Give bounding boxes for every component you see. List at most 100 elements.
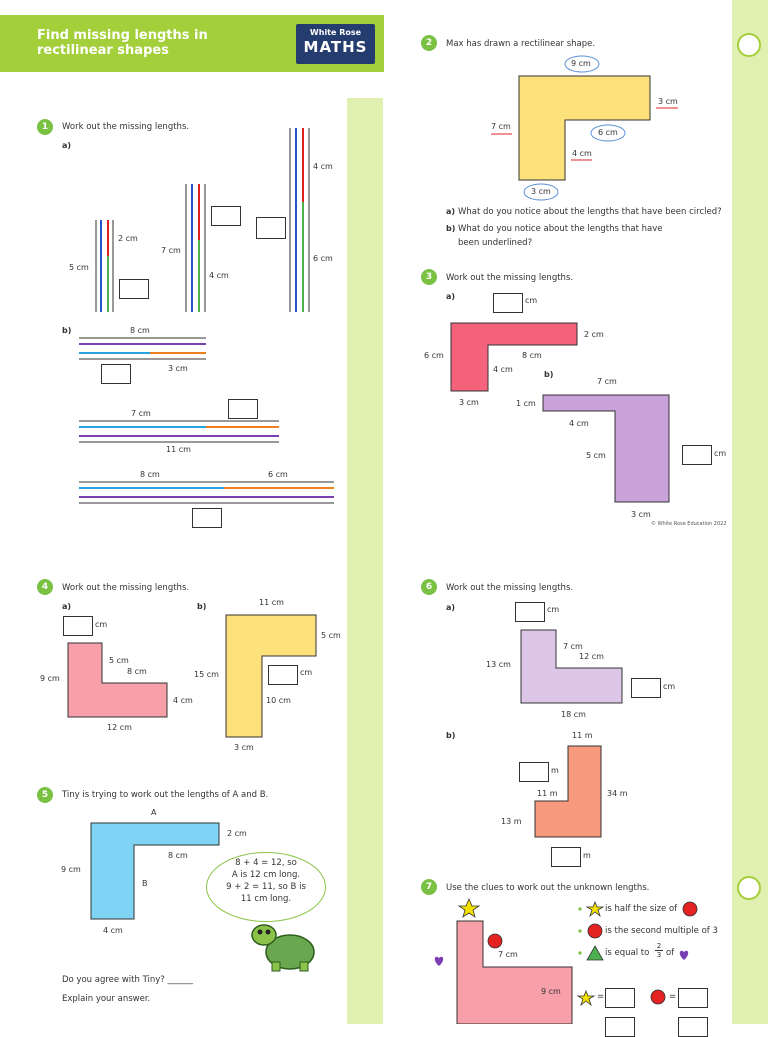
q7-eq-2: =	[669, 992, 677, 1002]
q1b-answer-box-3[interactable]	[192, 508, 222, 528]
q3b-label-5: 5 cm	[586, 451, 606, 460]
q7-answer-box-circle[interactable]	[678, 988, 708, 1008]
q4a-label-9: 9 cm	[40, 674, 60, 683]
q5-label-9: 9 cm	[61, 865, 81, 874]
q1b-label-4: 11 cm	[166, 445, 191, 454]
q7-label-7: 7 cm	[498, 950, 518, 959]
bubble-line-2: A is 12 cm long.	[231, 870, 301, 880]
q1b-label-2: 3 cm	[168, 364, 188, 373]
red-circle-icon	[487, 933, 503, 949]
q7-eq-1: =	[597, 992, 605, 1002]
question-4-text: Work out the missing lengths.	[62, 583, 190, 593]
q2-label-left: 7 cm	[491, 122, 511, 131]
clue-star-icon	[585, 900, 605, 918]
q1a-label-1: 2 cm	[118, 234, 138, 243]
title-line-2: rectilinear shapes	[37, 43, 169, 58]
q5-label-8: 8 cm	[168, 851, 188, 860]
question-6-text: Work out the missing lengths.	[446, 583, 574, 593]
q7-clue-1: is half the size of	[605, 904, 678, 914]
q2-part-a-text: What do you notice about the lengths tha…	[458, 207, 722, 217]
q4a-answer-box[interactable]	[63, 616, 93, 636]
q6a-label-12: 12 cm	[579, 652, 604, 661]
q7-clue-3-pre: is equal to	[605, 948, 650, 958]
bubble-line-4: 11 cm long.	[240, 894, 292, 904]
q4a-label-cm: cm	[95, 620, 108, 629]
q1a-label-5: 4 cm	[313, 162, 333, 171]
q4b-label-10: 10 cm	[266, 696, 291, 705]
q4b-answer-box[interactable]	[268, 665, 298, 685]
logo-line-1: White Rose	[309, 28, 362, 37]
q6a-answer-box-2[interactable]	[631, 678, 661, 698]
q6b-answer-box-2[interactable]	[551, 847, 581, 867]
q1b-label-3: 7 cm	[131, 409, 151, 418]
q6a-answer-box[interactable]	[515, 602, 545, 622]
q4a-label-4: 4 cm	[173, 696, 193, 705]
clue-red-circle-icon	[682, 901, 698, 917]
q6a-label-13: 13 cm	[486, 660, 511, 669]
q6a-label-18: 18 cm	[561, 710, 586, 719]
q2-label-stem: 4 cm	[572, 149, 592, 158]
q6a-label-cm: cm	[547, 605, 560, 614]
q1a-answer-box-1[interactable]	[119, 279, 149, 299]
q1-part-b: b)	[62, 326, 72, 335]
q6b-label-11-top: 11 m	[572, 731, 593, 740]
q6b-label-11-mid: 11 m	[537, 789, 558, 798]
q1a-label-3: 7 cm	[161, 246, 181, 255]
fraction-numerator: 2	[655, 942, 663, 951]
star-icon	[457, 897, 481, 918]
q2-label-bottom: 3 cm	[531, 187, 551, 196]
q5-label-2: 2 cm	[227, 829, 247, 838]
question-2-text: Max has drawn a rectilinear shape.	[446, 39, 596, 49]
q3a-label-6: 6 cm	[424, 351, 444, 360]
q1b-label-6: 6 cm	[268, 470, 288, 479]
bubble-line-3: 9 + 2 = 11, so B is	[226, 882, 306, 892]
q1a-label-4: 4 cm	[209, 271, 229, 280]
purple-heart-icon	[434, 956, 444, 966]
q3b-label-7: 7 cm	[597, 377, 617, 386]
q3b-label-cm: cm	[714, 449, 727, 458]
logo-line-2: MATHS	[303, 38, 368, 56]
q1b-answer-box-1[interactable]	[101, 364, 131, 384]
answer-red-circle-icon	[650, 989, 666, 1005]
q4-part-a: a)	[62, 602, 72, 611]
page-title: Find missing lengths in rectilinear shap…	[37, 28, 237, 58]
q6-part-b: b)	[446, 731, 456, 740]
question-7-number: 7	[421, 879, 437, 895]
q1a-answer-box-2[interactable]	[211, 206, 241, 226]
q1a-answer-box-3[interactable]	[256, 217, 286, 239]
q2-part-b-label: b)	[446, 224, 456, 233]
q4-part-b: b)	[197, 602, 207, 611]
q2-part-b-text-1: What do you notice about the lengths tha…	[458, 224, 663, 234]
q3-part-b: b)	[544, 370, 554, 379]
q7-answer-box-heart[interactable]	[678, 1017, 708, 1037]
answer-star-icon	[576, 989, 596, 1007]
question-1-number: 1	[37, 119, 53, 135]
q2-label-inner: 6 cm	[598, 128, 618, 137]
q1b-answer-box-2[interactable]	[228, 399, 258, 419]
q4b-label-3: 3 cm	[234, 743, 254, 752]
clue2-red-circle-icon	[587, 923, 603, 939]
q3a-answer-box[interactable]	[493, 293, 523, 313]
q6b-label-13: 13 m	[501, 817, 522, 826]
q5-agree-text: Do you agree with Tiny? ______	[62, 975, 193, 985]
q3b-label-4: 4 cm	[569, 419, 589, 428]
q5-explain-text: Explain your answer.	[62, 994, 151, 1004]
q7-answer-box-triangle[interactable]	[605, 1017, 635, 1037]
q2-part-a-label: a)	[446, 207, 456, 216]
q4a-label-5: 5 cm	[109, 656, 129, 665]
tiny-speech-bubble: 8 + 4 = 12, so A is 12 cm long. 9 + 2 = …	[206, 852, 326, 922]
q1a-label-2: 5 cm	[69, 263, 89, 272]
q3b-answer-box[interactable]	[682, 445, 712, 465]
q7-answer-box-star[interactable]	[605, 988, 635, 1008]
question-5-number: 5	[37, 787, 53, 803]
q1b-label-5: 8 cm	[140, 470, 160, 479]
q7-label-9: 9 cm	[541, 987, 561, 996]
thought-badge-icon	[737, 33, 761, 57]
q6b-answer-box-1[interactable]	[519, 762, 549, 782]
